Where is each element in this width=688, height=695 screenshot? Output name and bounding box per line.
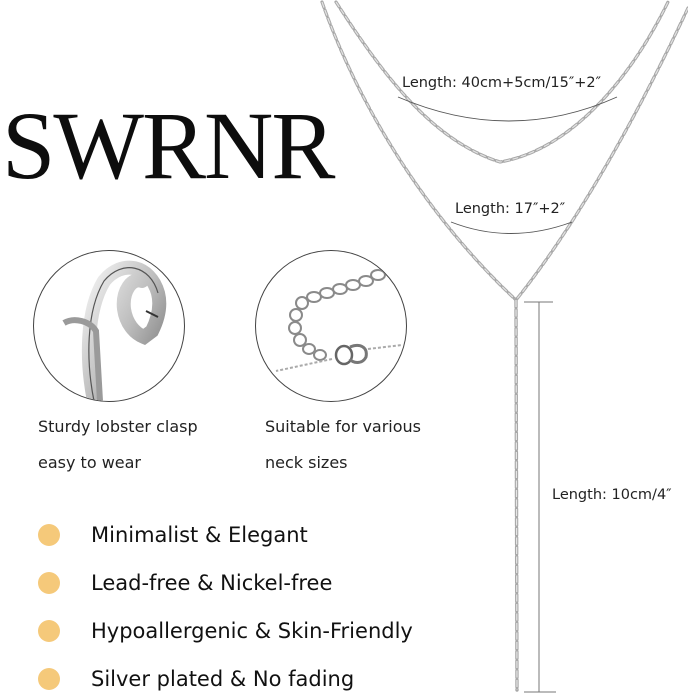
extender-caption-line2: neck sizes: [265, 453, 348, 472]
bullet-dot-icon: [38, 572, 60, 594]
drop-length-label: Length: 10cm/4″: [552, 487, 672, 503]
lobster-clasp-icon: [62, 260, 167, 401]
brand-logo: SWRNR: [2, 92, 335, 199]
short-layer-length-label: Length: 40cm+5cm/15″+2″: [402, 75, 602, 91]
drop-chain: [514, 298, 519, 692]
clasp-caption-line1: Sturdy lobster clasp: [38, 417, 198, 436]
bullet-dot-icon: [38, 620, 60, 642]
bullet-dot-icon: [38, 668, 60, 690]
long-layer-measure-arc: [450, 221, 573, 234]
feature-item: Silver plated & No fading: [38, 664, 413, 694]
feature-item: Minimalist & Elegant: [38, 520, 413, 550]
feature-label: Minimalist & Elegant: [91, 523, 308, 547]
feature-label: Hypoallergenic & Skin-Friendly: [91, 619, 413, 643]
long-chain-layer: [320, 0, 688, 302]
feature-list: Minimalist & Elegant Lead-free & Nickel-…: [38, 520, 413, 694]
feature-item: Hypoallergenic & Skin-Friendly: [38, 616, 413, 646]
short-layer-measure-arc: [397, 96, 618, 122]
feature-label: Silver plated & No fading: [91, 667, 355, 691]
feature-item: Lead-free & Nickel-free: [38, 568, 413, 598]
lobster-clasp-detail: [33, 250, 185, 402]
bullet-dot-icon: [38, 524, 60, 546]
clasp-caption-line2: easy to wear: [38, 453, 141, 472]
extender-chain-detail: [255, 250, 407, 402]
long-layer-length-label: Length: 17″+2″: [455, 201, 566, 217]
extender-caption-line1: Suitable for various: [265, 417, 421, 436]
feature-label: Lead-free & Nickel-free: [91, 571, 333, 595]
extender-chain-icon: [275, 269, 403, 372]
